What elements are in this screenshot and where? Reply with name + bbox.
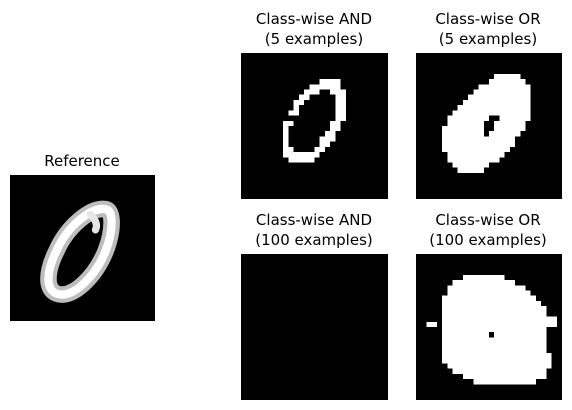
- and-5-image: [241, 53, 388, 199]
- or-5-title: Class-wise OR (5 examples): [412, 9, 564, 49]
- or-5-title-line-1: Class-wise OR: [435, 10, 541, 28]
- and-100-title-line-2: (100 examples): [255, 231, 373, 249]
- or-100-title: Class-wise OR (100 examples): [412, 210, 564, 250]
- or-100-title-line-2: (100 examples): [429, 231, 547, 249]
- reference-digit-zero: [10, 175, 155, 321]
- and-5-title-line-2: (5 examples): [264, 30, 364, 48]
- and-100-title: Class-wise AND (100 examples): [236, 210, 392, 250]
- and-100-title-line-1: Class-wise AND: [255, 211, 373, 229]
- and-5-mask: [241, 53, 388, 199]
- or-5-mask: [416, 53, 562, 199]
- and-100-mask: [241, 254, 388, 400]
- and-100-image: [241, 254, 388, 400]
- reference-title-line-1: Reference: [44, 152, 120, 170]
- or-5-title-line-2: (5 examples): [438, 30, 538, 48]
- or-100-image: [416, 254, 562, 400]
- reference-image: [10, 175, 155, 321]
- or-5-image: [416, 53, 562, 199]
- and-5-title-line-1: Class-wise AND: [255, 10, 373, 28]
- and-5-title: Class-wise AND (5 examples): [236, 9, 392, 49]
- or-100-mask: [416, 254, 562, 400]
- reference-title: Reference: [10, 151, 154, 171]
- or-100-title-line-1: Class-wise OR: [435, 211, 541, 229]
